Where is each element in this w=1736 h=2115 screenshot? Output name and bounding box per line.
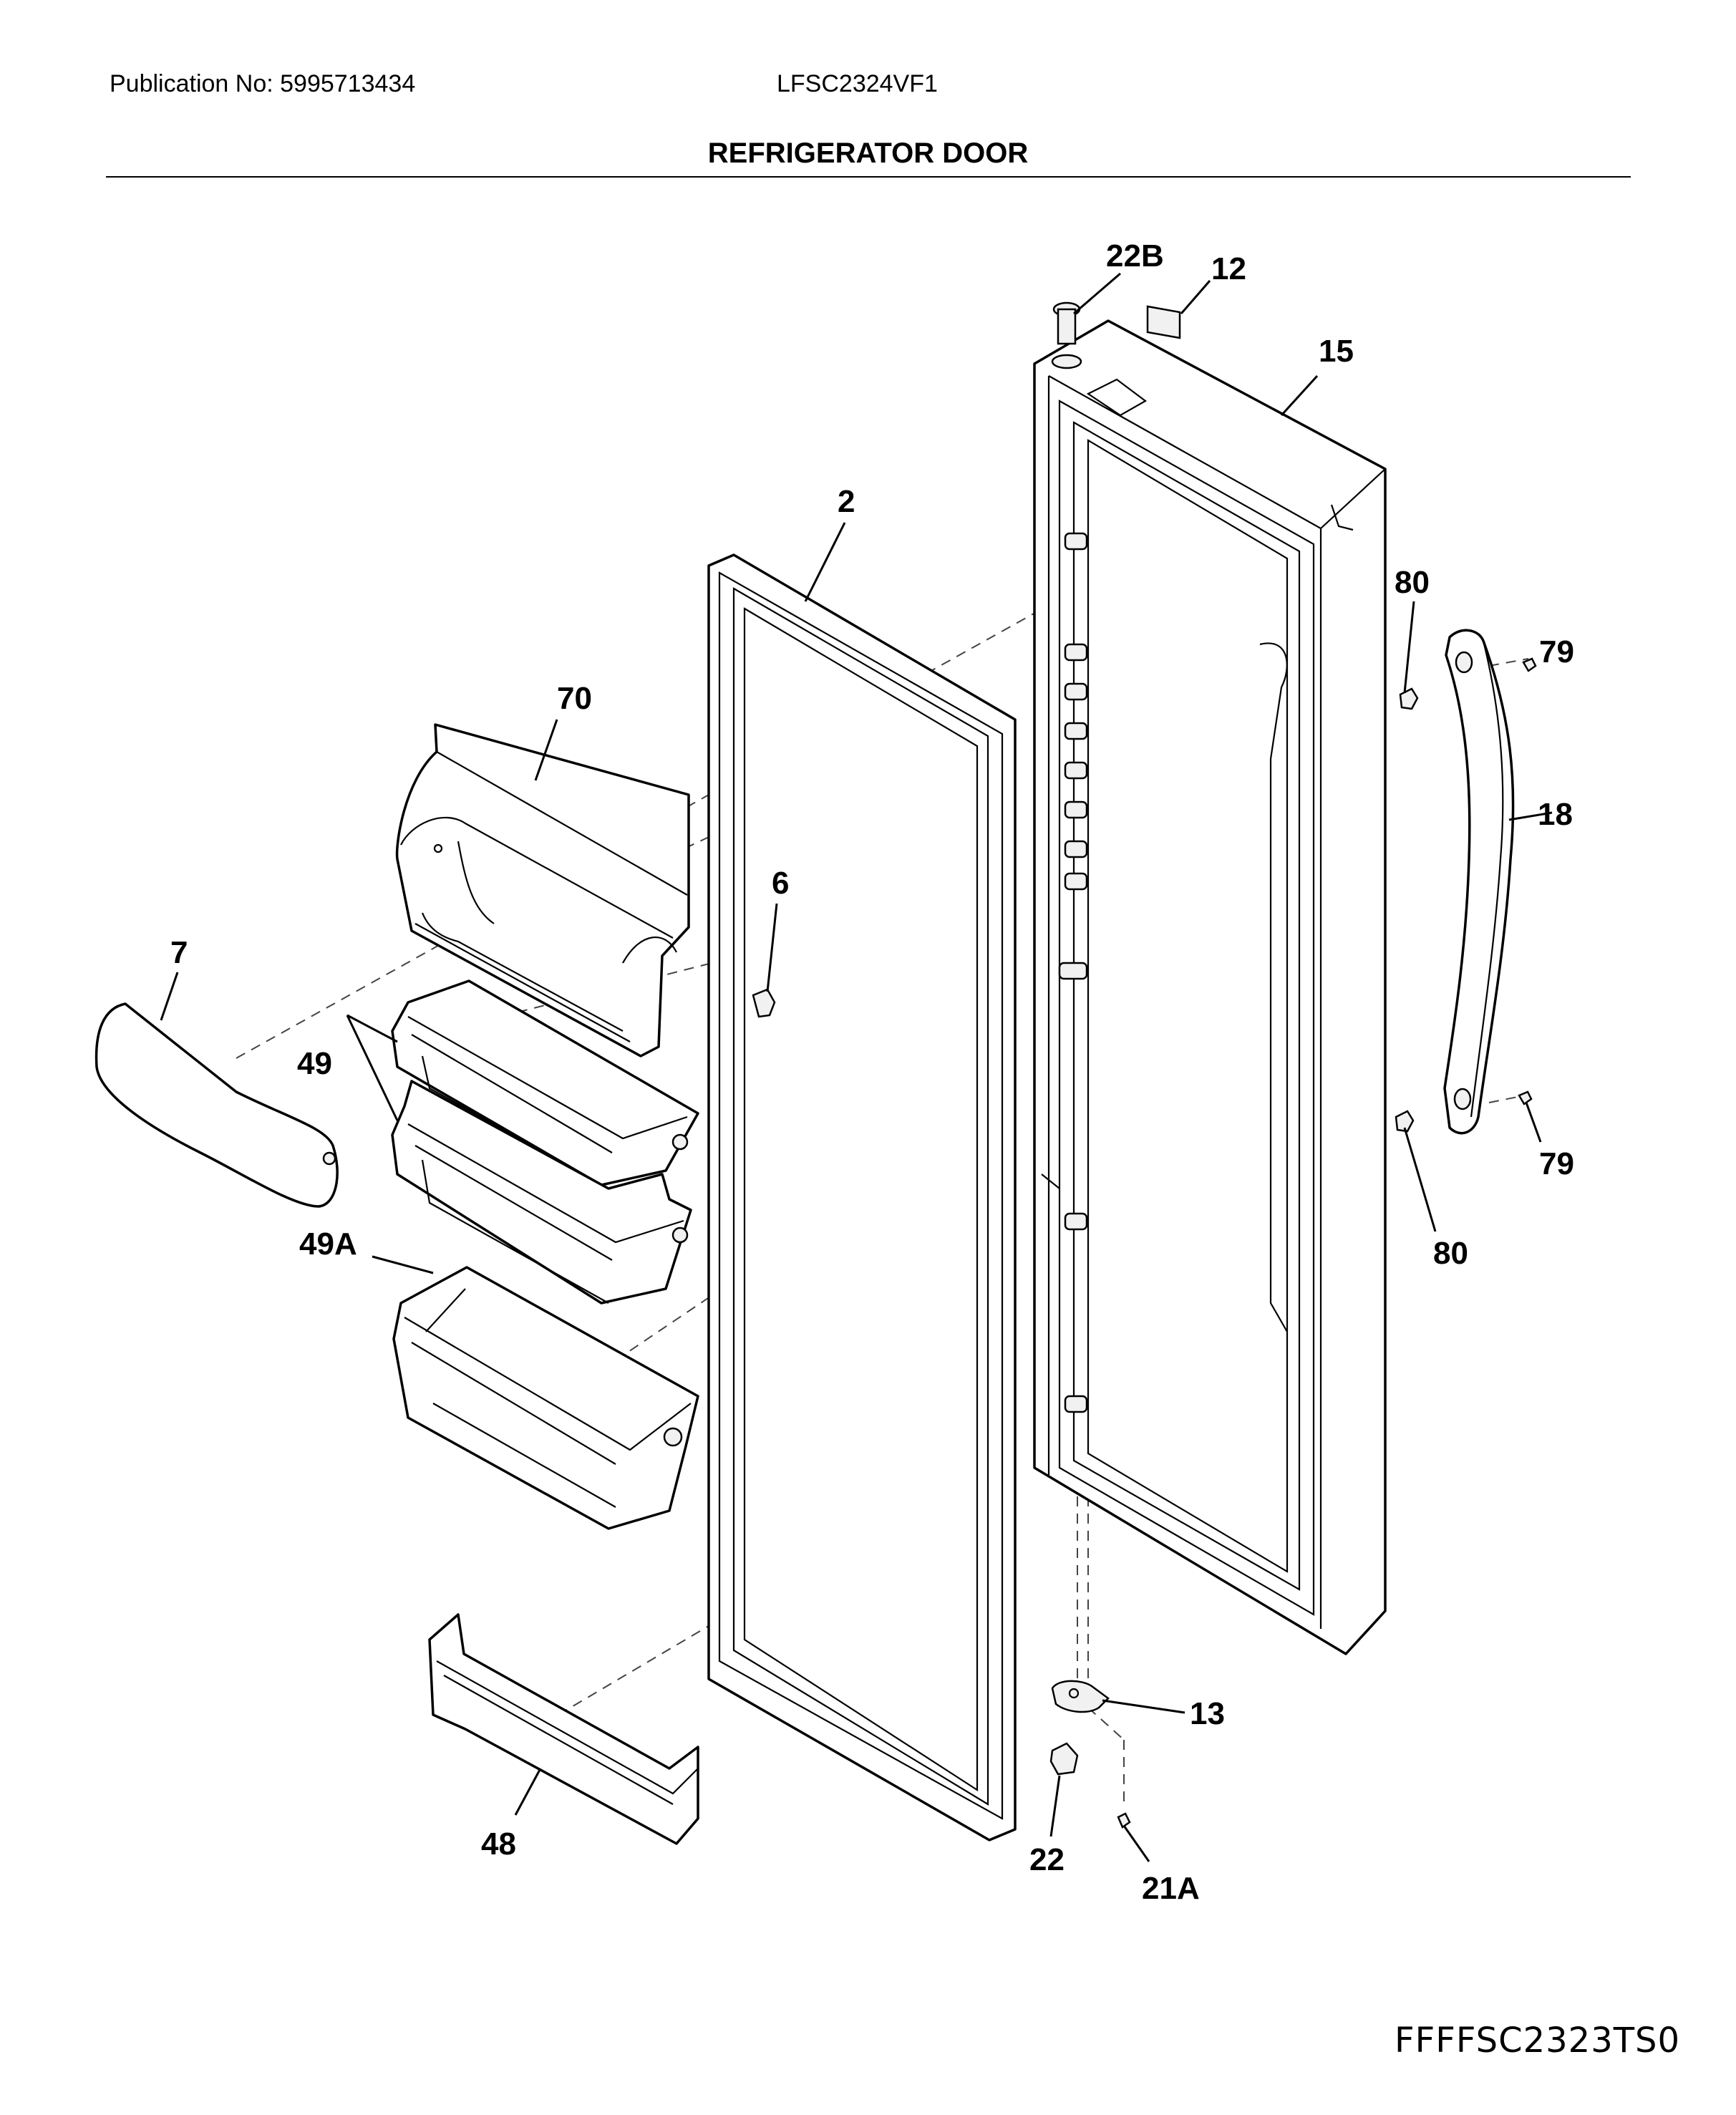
- publication-number: Publication No: 5995713434: [110, 70, 416, 97]
- callout-80-upper: 80: [1395, 565, 1430, 600]
- top-hinge-pin: [1051, 301, 1082, 369]
- door-bin-large: [392, 1266, 699, 1530]
- callout-12: 12: [1211, 251, 1246, 286]
- door-gasket: [707, 553, 1017, 1841]
- callout-70: 70: [557, 681, 592, 716]
- page-title: REFRIGERATOR DOOR: [707, 137, 1029, 169]
- callout-22B: 22B: [1106, 238, 1164, 274]
- callout-80-lower: 80: [1433, 1236, 1468, 1271]
- diagram-code: FFFFSC2323TS0: [1395, 2020, 1681, 2061]
- callout-labels: 22B 12 15 2 80 79 70 18 6 7 49 79 80 49A…: [170, 238, 1574, 1906]
- callout-6: 6: [772, 866, 789, 901]
- header-divider: [106, 176, 1631, 178]
- bottom-hinge-bracket: [1051, 1680, 1110, 1713]
- gasket-clip: [752, 988, 776, 1018]
- callout-49: 49: [297, 1046, 332, 1081]
- door-label: [1146, 305, 1181, 339]
- callout-13: 13: [1190, 1696, 1225, 1731]
- callout-48: 48: [481, 1826, 516, 1862]
- dairy-compartment: [395, 723, 690, 1058]
- callout-18: 18: [1538, 797, 1573, 832]
- callout-15: 15: [1319, 334, 1354, 369]
- model-number: LFSC2324VF1: [777, 70, 938, 97]
- handle-screw-lower: [1518, 1090, 1533, 1105]
- bottom-door-shelf: [428, 1613, 699, 1845]
- handle-stud-lower: [1395, 1110, 1415, 1133]
- handle-stud-upper: [1399, 687, 1419, 710]
- callout-7: 7: [170, 935, 188, 970]
- hinge-screw: [1117, 1812, 1131, 1829]
- door-outer-shell: [1033, 319, 1387, 1655]
- callout-21A: 21A: [1142, 1871, 1200, 1906]
- leader-lines: [160, 272, 1553, 1862]
- bottom-hinge-bushing: [1049, 1742, 1079, 1776]
- dairy-door: [94, 1002, 339, 1208]
- callout-22: 22: [1029, 1842, 1065, 1877]
- door-bin-middle: [391, 1080, 692, 1305]
- callout-2: 2: [838, 484, 855, 519]
- callout-49A: 49A: [299, 1226, 357, 1262]
- door-handle: [1443, 629, 1515, 1135]
- callout-79-upper: 79: [1539, 634, 1574, 669]
- shelf-peg-column: [1058, 532, 1088, 1413]
- callout-79-lower: 79: [1539, 1146, 1574, 1181]
- handle-screw-upper: [1522, 657, 1537, 672]
